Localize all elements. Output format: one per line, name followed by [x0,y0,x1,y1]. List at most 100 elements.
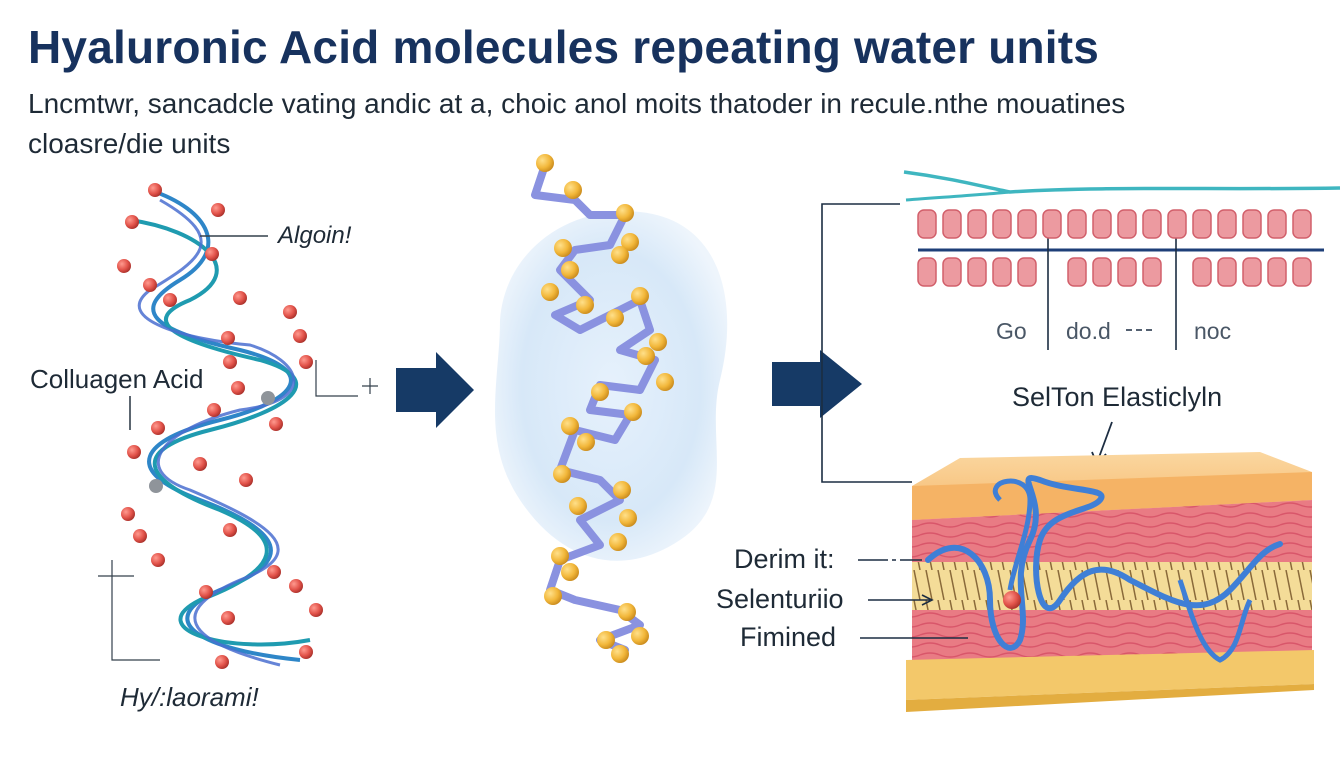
atom-red [231,381,245,395]
atom-red [205,247,219,261]
atom-red [221,331,235,345]
atom-gold [631,287,649,305]
cell [942,209,962,239]
cell [1067,257,1087,287]
surface-line-bottom [905,190,1011,202]
arrow-right-1 [396,352,474,428]
atom-gold [609,533,627,551]
atom-red [267,565,281,579]
label-colluagen-acid: Colluagen Acid [30,364,204,394]
atom-red [117,259,131,273]
atom-red [289,579,303,593]
label-derim: Derim it: [734,544,835,574]
atom-red [215,655,229,669]
cell [1267,257,1287,287]
atom-gold [561,563,579,581]
cell [1242,257,1262,287]
skin-block [858,421,1314,712]
atom-gold [564,181,582,199]
atom-red [193,457,207,471]
atom-gold [611,645,629,663]
helix-strand-b [129,218,311,647]
atom-gold [606,309,624,327]
cell [1217,209,1237,239]
skin-top-edge [912,472,1312,520]
label-noc: noc [1194,318,1232,344]
cell [1242,209,1262,239]
atom-gold [616,204,634,222]
atom-red [293,329,307,343]
elastin-fiber-right [1177,579,1253,663]
atom-red [299,645,313,659]
red-marker [1003,591,1021,609]
atom-red [269,417,283,431]
cell [1192,209,1212,239]
atom-gold [591,383,609,401]
atom-gold [544,587,562,605]
skin-tissue-right-upper [912,500,1312,562]
cell [1042,209,1062,239]
atom-red [239,473,253,487]
atom-gold [561,417,579,435]
cell [1117,257,1137,287]
atom-red [127,445,141,459]
atom-grey [149,479,163,493]
atom-gold [551,547,569,565]
atom-gold [569,497,587,515]
page-title: Hyaluronic Acid molecules repeating wate… [28,21,1100,73]
atom-gold [618,603,636,621]
atom-gold [611,246,629,264]
atom-gold [624,403,642,421]
cell [967,209,987,239]
atom-gold [619,509,637,527]
label-dod: do.d [1066,318,1111,344]
atom-gold [576,296,594,314]
cell [1292,209,1312,239]
atom-red [151,553,165,567]
cell [1142,257,1162,287]
connector-bracket [821,203,912,483]
subtitle-line-2: cloasre/die units [28,128,231,159]
chain-atoms [536,154,674,663]
atom-gold [621,233,639,251]
atom-red [233,291,247,305]
atom-red [223,355,237,369]
atom-red [221,611,235,625]
cell [917,209,937,239]
atom-gold [656,373,674,391]
atom-red [151,421,165,435]
atom-red [125,215,139,229]
cell [1092,209,1112,239]
atom-gold [561,261,579,279]
cell [942,257,962,287]
atom-gold [554,239,572,257]
cell-row-top [917,209,1312,239]
atom-red [207,403,221,417]
atom-gold [649,333,667,351]
atom-red [309,603,323,617]
label-hylaorami: Hy/:laorami! [120,682,259,712]
pointer-arrow-elastic [1097,421,1113,461]
cell [967,257,987,287]
atom-red [143,278,157,292]
cell [992,209,1012,239]
atom-gold [613,481,631,499]
atom-gold [577,433,595,451]
surface-line-top [903,170,1341,194]
skin-base [906,650,1314,700]
cell [1292,257,1312,287]
cell [1267,209,1287,239]
arrow-right-2 [772,350,862,418]
atom-red [223,523,237,537]
plus-mark [362,378,378,394]
atom-gold [553,465,571,483]
cell [917,257,937,287]
cell [1017,257,1037,287]
bracket-mid [315,360,358,397]
helix-atoms [117,183,323,669]
subtitle-line-1: Lncmtwr, sancadcle vating andic at a, ch… [28,88,1126,119]
label-fimined: Fimined [740,622,837,652]
atom-gold [536,154,554,172]
bracket-bottom [98,560,160,661]
